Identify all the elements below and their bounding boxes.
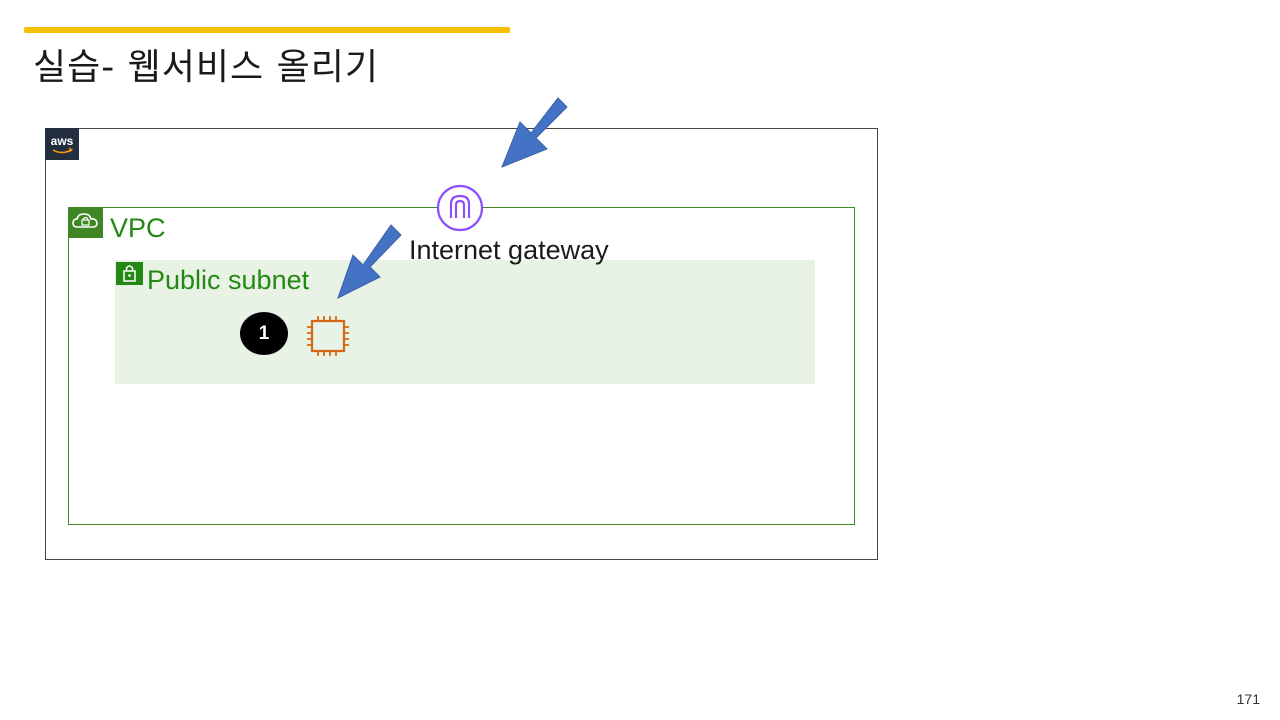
page-number: 171 xyxy=(1236,691,1260,707)
aws-logo-icon: aws xyxy=(45,128,79,160)
aws-logo-text: aws xyxy=(51,134,74,148)
slide-title: 실습- 웹서비스 올리기 xyxy=(33,47,379,88)
vpc-label: VPC xyxy=(110,213,166,243)
subnet-lock-icon xyxy=(116,262,143,285)
ec2-instance-icon xyxy=(302,313,354,359)
step-badge: 1 xyxy=(240,312,288,355)
internet-gateway-icon xyxy=(435,184,485,232)
aws-cloud-group xyxy=(45,128,878,560)
arrow-to-gateway xyxy=(501,97,568,168)
title-accent-bar xyxy=(24,27,510,33)
vpc-cloud-lock-icon xyxy=(68,207,103,238)
public-subnet-group xyxy=(115,260,815,384)
internet-gateway-label: Internet gateway xyxy=(409,235,609,265)
arrow-to-subnet xyxy=(337,224,402,299)
public-subnet-label: Public subnet xyxy=(147,265,310,295)
